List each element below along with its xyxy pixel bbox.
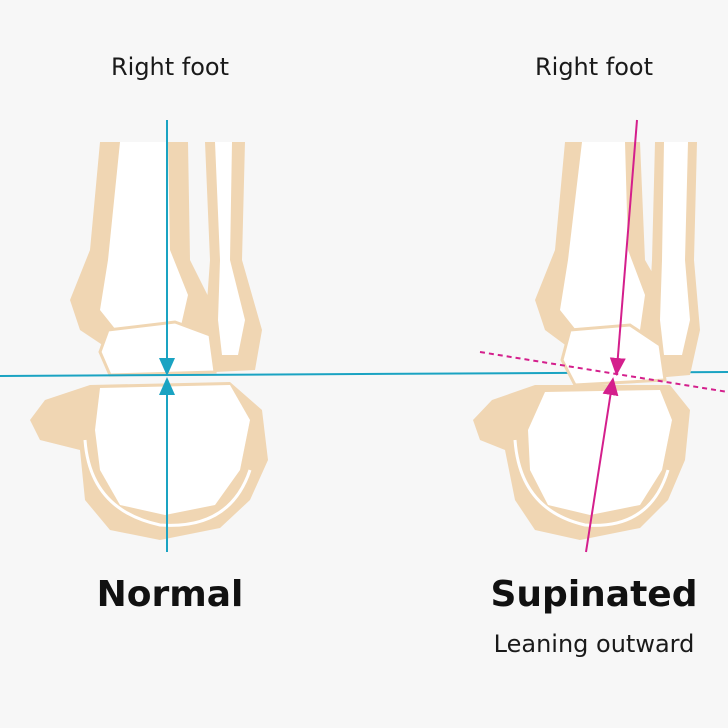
normal-view-label: Right foot: [110, 53, 230, 81]
fibula-inner-supinated: [660, 142, 690, 355]
supinated-axis-lower: [585, 377, 619, 553]
supinated-axis-upper: [609, 119, 638, 376]
talus-bone: [98, 320, 217, 377]
fibula-inner: [215, 142, 245, 355]
calcaneus-inner: [95, 385, 250, 515]
normal-title: Normal: [96, 574, 244, 615]
calcaneus-inner-supinated: [528, 390, 672, 515]
normal-ankle-illustration: [30, 120, 268, 552]
supinated-view-label: Right foot: [534, 53, 654, 81]
supinated-subtitle: Leaning outward: [493, 630, 695, 658]
heel-contour-supinated: [513, 439, 670, 527]
heel-contour: [83, 439, 252, 527]
supinated-ankle-illustration: [473, 119, 728, 553]
supinated-tilted-joint-line: [479, 351, 728, 393]
supinated-title: Supinated: [490, 574, 698, 615]
